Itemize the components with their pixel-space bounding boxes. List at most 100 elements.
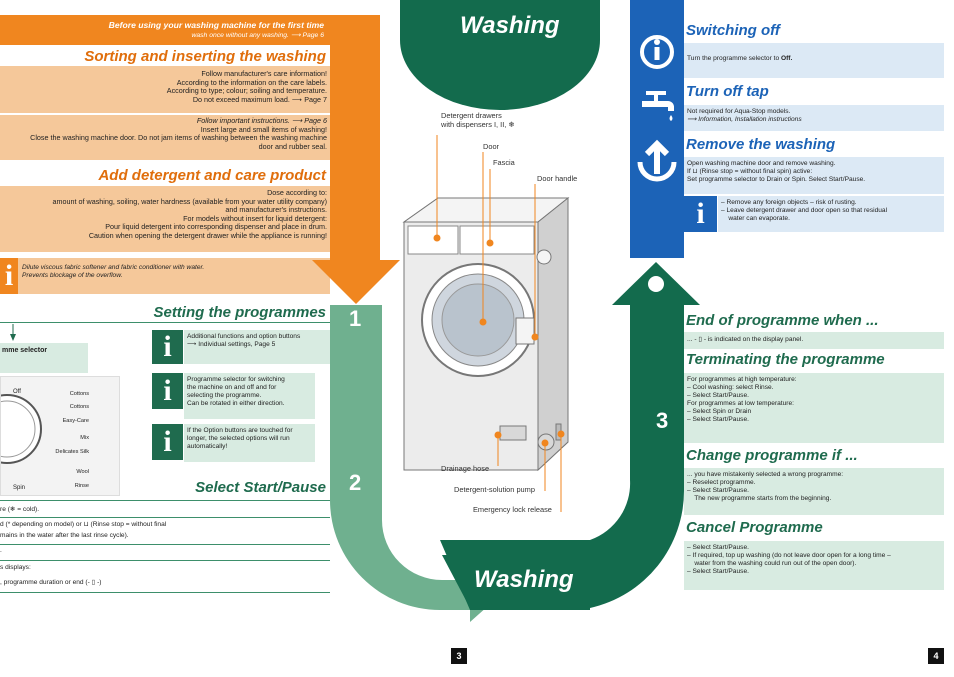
remove-line: Set programme selector to Drain or Spin.… (687, 176, 866, 183)
label-line: with dispensers I, II, ❄ (441, 120, 515, 129)
info-icon: i (152, 373, 183, 409)
change-title: Change programme if ... (686, 447, 858, 464)
dial-program: Rinse (74, 483, 89, 489)
start-underline (0, 500, 330, 501)
term-line: For programmes at low temperature: (687, 400, 795, 407)
end-box: ... - ▯ - is indicated on the display pa… (684, 332, 944, 349)
term-line: For programmes at high temperature: (687, 376, 797, 383)
step-number: 2 (349, 470, 362, 495)
cancel-line: water from the washing could run out of … (687, 560, 857, 567)
tap-title: Turn off tap (686, 83, 769, 100)
remove-title: Remove the washing (686, 136, 836, 153)
sorting-line: Follow important instructions. ⟶ Page 6 (196, 116, 327, 125)
term-line: – Select Spin or Drain (687, 408, 752, 415)
dial-program: Wool (76, 469, 89, 475)
detergent-line: For models without insert for liquid det… (183, 213, 327, 223)
end-title: End of programme when ... (686, 312, 879, 329)
dial-program: Mix (80, 435, 89, 441)
change-box: ... you have mistakenly selected a wrong… (684, 468, 944, 515)
start-line: , programme duration or end (- ▯ -) (0, 579, 102, 586)
note-line: Dilute viscous fabric softener and fabri… (22, 264, 205, 271)
start-title: Select Start/Pause (195, 479, 326, 496)
note-line: – Remove any foreign objects – risk of r… (721, 199, 857, 206)
start-line: re (❄ = cold). (0, 506, 40, 513)
page-number-3: 3 (451, 648, 467, 664)
info-icon: i (0, 258, 18, 294)
info-line: automatically! (187, 443, 228, 450)
detergent-box: Dose according to: amount of washing, so… (0, 186, 330, 252)
power-info-icon (638, 28, 676, 76)
start-line: . (0, 547, 2, 554)
change-line: ... you have mistakenly selected a wrong… (687, 471, 844, 478)
divider (0, 544, 330, 545)
info-line: selecting the programme. (187, 392, 262, 399)
info-icon: i (684, 196, 717, 232)
switching-text: Turn the programme selector to (687, 55, 780, 62)
switching-title: Switching off (686, 22, 780, 39)
info-line: longer, the selected options will run (187, 435, 290, 442)
cancel-title: Cancel Programme (686, 519, 823, 536)
cancel-line: – Select Start/Pause. (687, 568, 749, 575)
switching-box: Turn the programme selector to Off. (684, 43, 944, 78)
first-use-header: Before using your washing machine for th… (0, 15, 330, 45)
detergent-note: Dilute viscous fabric softener and fabri… (18, 258, 330, 294)
label-pump: Detergent-solution pump (454, 485, 535, 494)
term-line: – Select Start/Pause. (687, 392, 749, 399)
washing-title-bottom: Washing (474, 566, 574, 593)
first-use-sub: wash once without any washing. ⟶ Page 6 (191, 32, 324, 39)
sorting-line: Close the washing machine door. Do not j… (30, 133, 327, 143)
sorting-line: According to type; colour; soiling and t… (166, 86, 327, 96)
remove-notes: – Remove any foreign objects – risk of r… (718, 196, 944, 232)
dial-program: Easy-Care (62, 418, 89, 424)
setting-info-1: Additional functions and option buttons … (184, 330, 330, 364)
tap-box: Not required for Aqua-Stop models. ⟶ Inf… (684, 105, 944, 131)
remove-up-icon (634, 134, 680, 184)
sorting-title: Sorting and inserting the washing (84, 48, 326, 65)
label-drainage: Drainage hose (441, 464, 490, 473)
dial-off-label: Off (13, 389, 21, 395)
step-number: 1 (349, 306, 362, 331)
term-line: – Select Start/Pause. (687, 416, 749, 423)
first-use-title: Before using your washing machine for th… (108, 20, 324, 30)
dial-program: Cottons (69, 404, 89, 410)
change-line: – Select Start/Pause. (687, 487, 749, 494)
remove-line: Open washing machine door and remove was… (687, 160, 836, 167)
note-line: Prevents blockage of the overflow. (22, 272, 123, 279)
info-line: If the Option buttons are touched for (187, 427, 293, 434)
terminating-title: Terminating the programme (686, 351, 885, 368)
remove-line: If ⊔ (Rinse stop = without final spin) a… (687, 168, 813, 175)
term-line: – Cool washing: select Rinse. (687, 384, 774, 391)
detergent-title: Add detergent and care product (98, 167, 326, 184)
setting-title: Setting the programmes (153, 304, 326, 321)
tap-icon (638, 85, 678, 125)
sorting-box: Follow manufacturer's care information! … (0, 66, 330, 113)
detergent-line: and manufacturer's instructions. (225, 205, 327, 215)
info-line: Can be rotated in either direction. (187, 400, 285, 407)
detergent-line: Pour liquid detergent into corresponding… (105, 222, 327, 232)
programme-dial[interactable]: Off Spin Cottons Cottons Easy-Care Mix D… (0, 376, 120, 496)
info-line: the machine on and off and for (187, 384, 277, 391)
terminating-box: For programmes at high temperature: – Co… (684, 373, 944, 443)
label-fascia: Fascia (493, 158, 515, 167)
sorting-box-2: Follow important instructions. ⟶ Page 6 … (0, 115, 330, 160)
info-icon: i (152, 330, 183, 364)
selector-arrow (10, 324, 16, 341)
end-text: ... - ▯ - is indicated on the display pa… (687, 336, 804, 343)
remove-box: Open washing machine door and remove was… (684, 157, 944, 194)
tap-line: Not required for Aqua-Stop models. (687, 108, 791, 115)
selector-label: mme selector (0, 343, 88, 373)
cancel-box: – Select Start/Pause. – If required, top… (684, 541, 944, 590)
washing-title-top: Washing (460, 12, 560, 39)
washing-machine-illustration (398, 180, 574, 480)
note-line: – Leave detergent drawer and door open s… (721, 207, 888, 214)
detergent-line: amount of washing, soiling, water hardne… (52, 196, 327, 206)
dial-program: Cottons (69, 391, 89, 397)
sorting-line: Insert large and small items of washing! (200, 124, 327, 134)
dial-spin-label: Spin (13, 485, 26, 491)
sorting-line: door and rubber seal. (258, 141, 327, 151)
label-line: Detergent drawers (441, 111, 502, 120)
detergent-line: Dose according to: (267, 188, 327, 197)
